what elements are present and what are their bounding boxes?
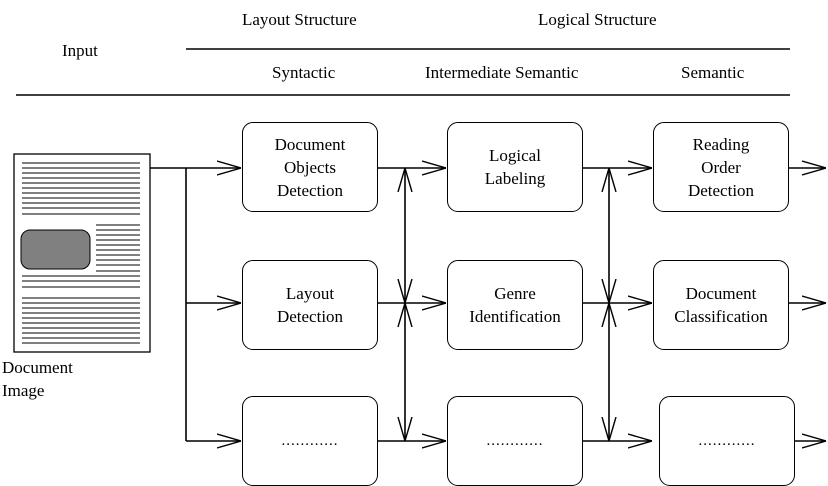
header-logical-structure: Logical Structure: [538, 10, 657, 29]
box-genre-identification: Genre Identification: [447, 260, 583, 350]
box-reading-order-detection: Reading Order Detection: [653, 122, 789, 212]
box-placeholder-col2: ............: [447, 396, 583, 486]
image-figure: [20, 229, 91, 270]
box-logical-labeling: Logical Labeling: [447, 122, 583, 212]
box-placeholder-col1: ............: [242, 396, 378, 486]
header-semantic: Semantic: [681, 63, 745, 82]
header-syntactic: Syntactic: [272, 63, 336, 82]
document-image-icon: [13, 153, 151, 353]
box-placeholder-col3: ............: [659, 396, 795, 486]
box-layout-detection: Layout Detection: [242, 260, 378, 350]
header-intermediate-semantic: Intermediate Semantic: [425, 63, 579, 82]
header-input: Input: [62, 41, 98, 60]
document-image-caption: Document Image: [2, 358, 73, 400]
header-layout-structure: Layout Structure: [242, 10, 357, 29]
box-document-classification: Document Classification: [653, 260, 789, 350]
box-document-objects-detection: Document Objects Detection: [242, 122, 378, 212]
